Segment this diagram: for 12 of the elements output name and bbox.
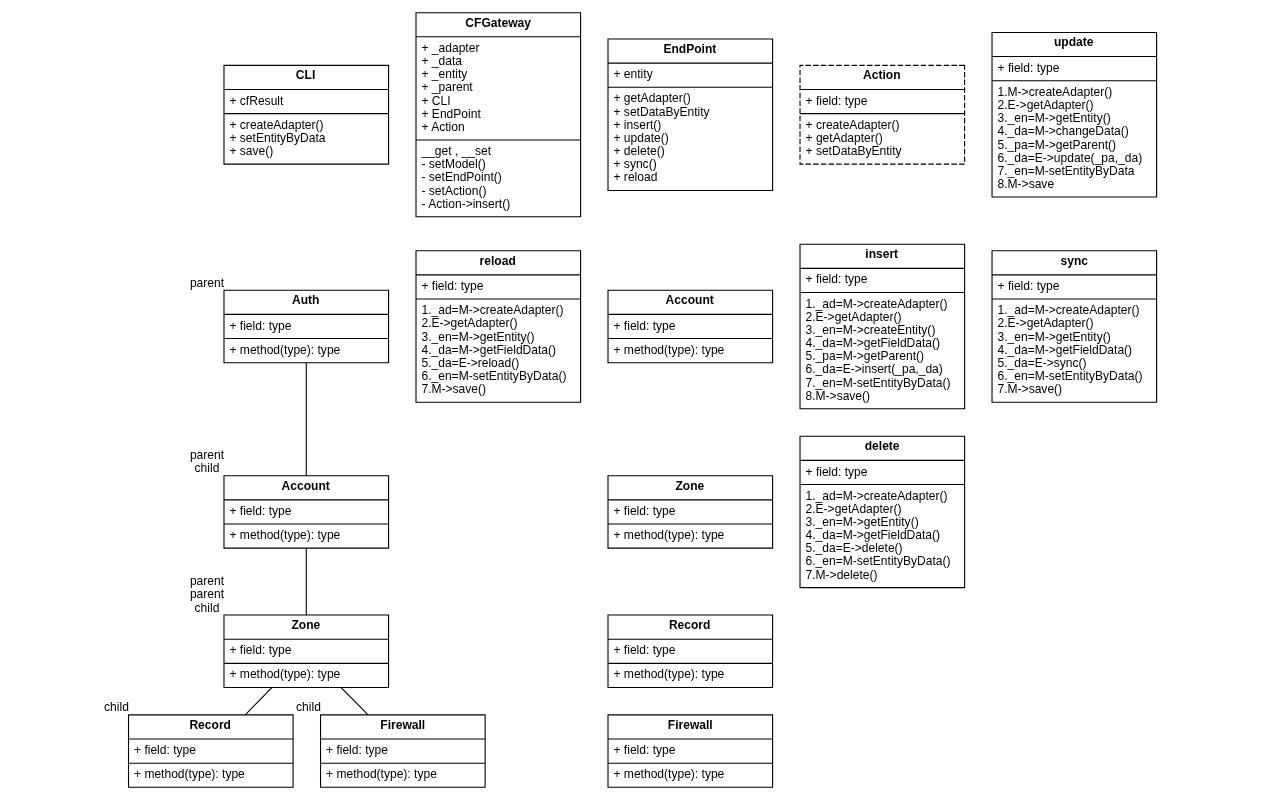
node-label: parent	[189, 448, 225, 463]
connector	[340, 687, 369, 716]
connector	[244, 687, 273, 716]
node-label: child	[104, 700, 129, 715]
connector	[305, 362, 307, 477]
node-label: parent	[189, 587, 225, 602]
node-label: child	[194, 461, 220, 476]
connector	[305, 547, 307, 616]
node-label: parent	[189, 275, 225, 290]
node-label: child	[296, 700, 321, 715]
node-label: child	[194, 600, 220, 615]
node-label: parent	[189, 574, 225, 589]
